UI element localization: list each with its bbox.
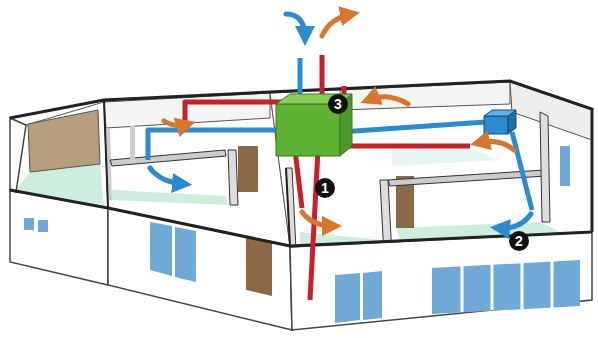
callout-number: 1 (315, 178, 335, 198)
callout-number: 2 (509, 231, 529, 251)
ducts (148, 55, 532, 300)
callout-number: 3 (328, 94, 348, 114)
heat-recovery-unit (276, 94, 352, 156)
airflow-arrows (150, 14, 531, 228)
facade (10, 81, 592, 330)
supply-box (484, 110, 516, 134)
